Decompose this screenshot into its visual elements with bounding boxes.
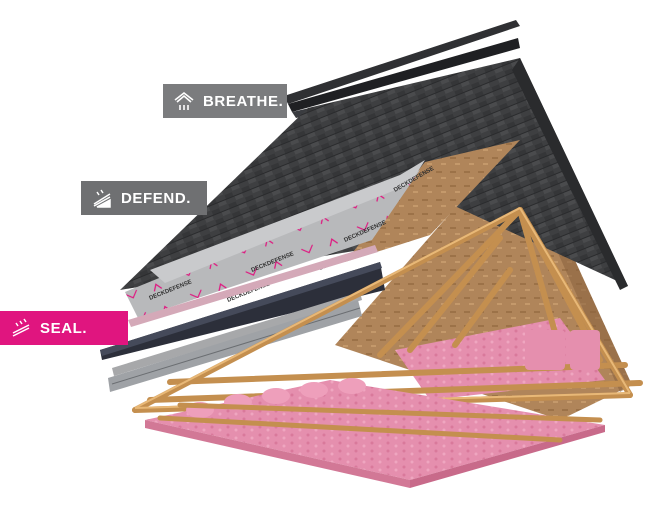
pink-starter-strip <box>128 245 378 327</box>
defend-label-text: DEFEND. <box>121 189 192 207</box>
starter-shingle-strip <box>112 292 362 376</box>
sealant-icon <box>10 317 32 339</box>
defend-label: DEFEND. <box>81 181 207 215</box>
breathe-label: BREATHE. <box>163 84 287 118</box>
ceiling-joists <box>157 402 603 443</box>
floor-insulation-edge <box>145 420 410 488</box>
ventilation-icon <box>173 90 195 112</box>
underlayment-upper <box>150 160 425 283</box>
shingle-edge <box>512 58 628 290</box>
drip-edge-ridges <box>111 307 361 385</box>
seal-label: SEAL. <box>0 311 128 345</box>
osb-roof-deck <box>345 140 520 262</box>
seal-label-text: SEAL. <box>40 319 88 337</box>
shingle-shield-icon <box>91 187 113 209</box>
asphalt-shingles <box>120 58 628 290</box>
breathe-label-text: BREATHE. <box>203 92 284 110</box>
ice-water-shield-top <box>100 262 382 356</box>
attic-insulation-bats <box>525 330 600 370</box>
